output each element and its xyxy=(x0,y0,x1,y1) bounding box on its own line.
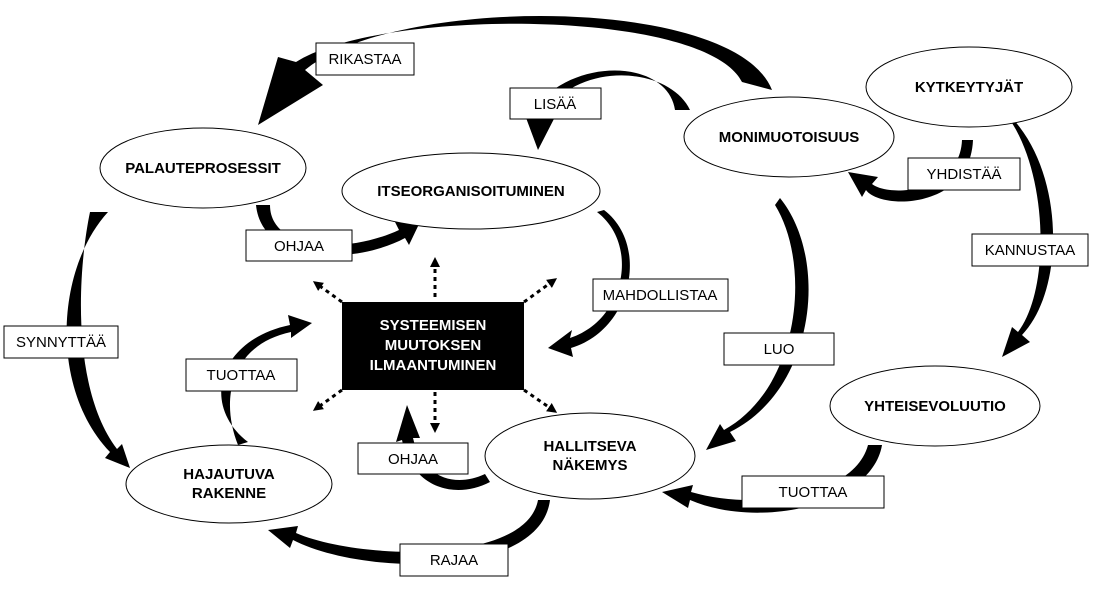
node-yhteisevoluutio: YHTEISEVOLUUTIO xyxy=(829,365,1041,447)
node-label: ITSEORGANISOITUMINEN xyxy=(377,183,565,200)
dotted-arrows xyxy=(312,257,558,433)
dotted-arrow-down-left xyxy=(312,388,343,411)
dotted-arrow-up-left xyxy=(312,281,343,304)
label-mahdollistaa: MAHDOLLISTAA xyxy=(592,278,729,312)
center-label-line1: SYSTEEMISEN xyxy=(380,317,487,334)
label-text: LUO xyxy=(764,341,795,358)
center-label-line3: ILMAANTUMINEN xyxy=(370,357,497,374)
node-palauteprosessit: PALAUTEPROSESSIT xyxy=(99,127,307,209)
label-text: SYNNYTTÄÄ xyxy=(16,334,106,351)
label-text: KANNUSTAA xyxy=(985,242,1076,259)
dotted-arrow-down-right xyxy=(523,388,558,413)
center-label-line2: MUUTOKSEN xyxy=(385,337,481,354)
node-hajautuva-rakenne: HAJAUTUVA RAKENNE xyxy=(125,444,333,524)
label-yhdistaa: YHDISTÄÄ xyxy=(907,157,1021,191)
label-kannustaa: KANNUSTAA xyxy=(971,233,1089,267)
label-text: TUOTTAA xyxy=(207,367,276,384)
node-label-line1: HAJAUTUVA xyxy=(183,466,275,483)
label-synnyttaa: SYNNYTTÄÄ xyxy=(3,325,119,359)
label-luo: LUO xyxy=(723,332,835,366)
label-text: TUOTTAA xyxy=(779,484,848,501)
node-hallitseva-nakemys: HALLITSEVA NÄKEMYS xyxy=(484,412,696,500)
dotted-arrow-up-right xyxy=(523,278,558,304)
label-tuottaa-left: TUOTTAA xyxy=(185,358,298,392)
arrow-luo xyxy=(706,198,809,450)
node-label: KYTKEYTYJÄT xyxy=(915,79,1023,96)
label-text: OHJAA xyxy=(274,238,324,255)
label-text: LISÄÄ xyxy=(534,96,577,113)
label-rajaa: RAJAA xyxy=(399,543,509,577)
arrow-synnyttaa xyxy=(66,212,130,468)
label-text: MAHDOLLISTAA xyxy=(603,287,718,304)
node-label: MONIMUOTOISUUS xyxy=(719,129,860,146)
label-rikastaa: RIKASTAA xyxy=(315,42,415,76)
node-label: PALAUTEPROSESSIT xyxy=(125,160,281,177)
label-ohjaa-bottom: OHJAA xyxy=(357,442,469,475)
label-text: RIKASTAA xyxy=(328,51,401,68)
node-itseorganisoituminen: ITSEORGANISOITUMINEN xyxy=(341,152,601,230)
node-monimuotoisuus: MONIMUOTOISUUS xyxy=(683,96,895,178)
node-label-line2: NÄKEMYS xyxy=(552,457,627,474)
label-text: RAJAA xyxy=(430,552,478,569)
node-label-line2: RAKENNE xyxy=(192,485,266,502)
node-kytkeytyjat: KYTKEYTYJÄT xyxy=(865,46,1073,128)
label-tuottaa-right: TUOTTAA xyxy=(741,475,885,509)
node-label: YHTEISEVOLUUTIO xyxy=(864,398,1006,415)
label-text: YHDISTÄÄ xyxy=(926,166,1001,183)
label-ohjaa-top: OHJAA xyxy=(245,229,353,262)
arrow-kannustaa xyxy=(1002,118,1054,357)
label-text: OHJAA xyxy=(388,451,438,468)
arrow-mahdollistaa xyxy=(548,210,630,357)
arrow-tuottaa-left xyxy=(221,315,312,445)
center-systemic-change: SYSTEEMISEN MUUTOKSEN ILMAANTUMINEN xyxy=(342,302,524,390)
node-label-line1: HALLITSEVA xyxy=(543,438,636,455)
label-lisaa: LISÄÄ xyxy=(509,87,602,120)
